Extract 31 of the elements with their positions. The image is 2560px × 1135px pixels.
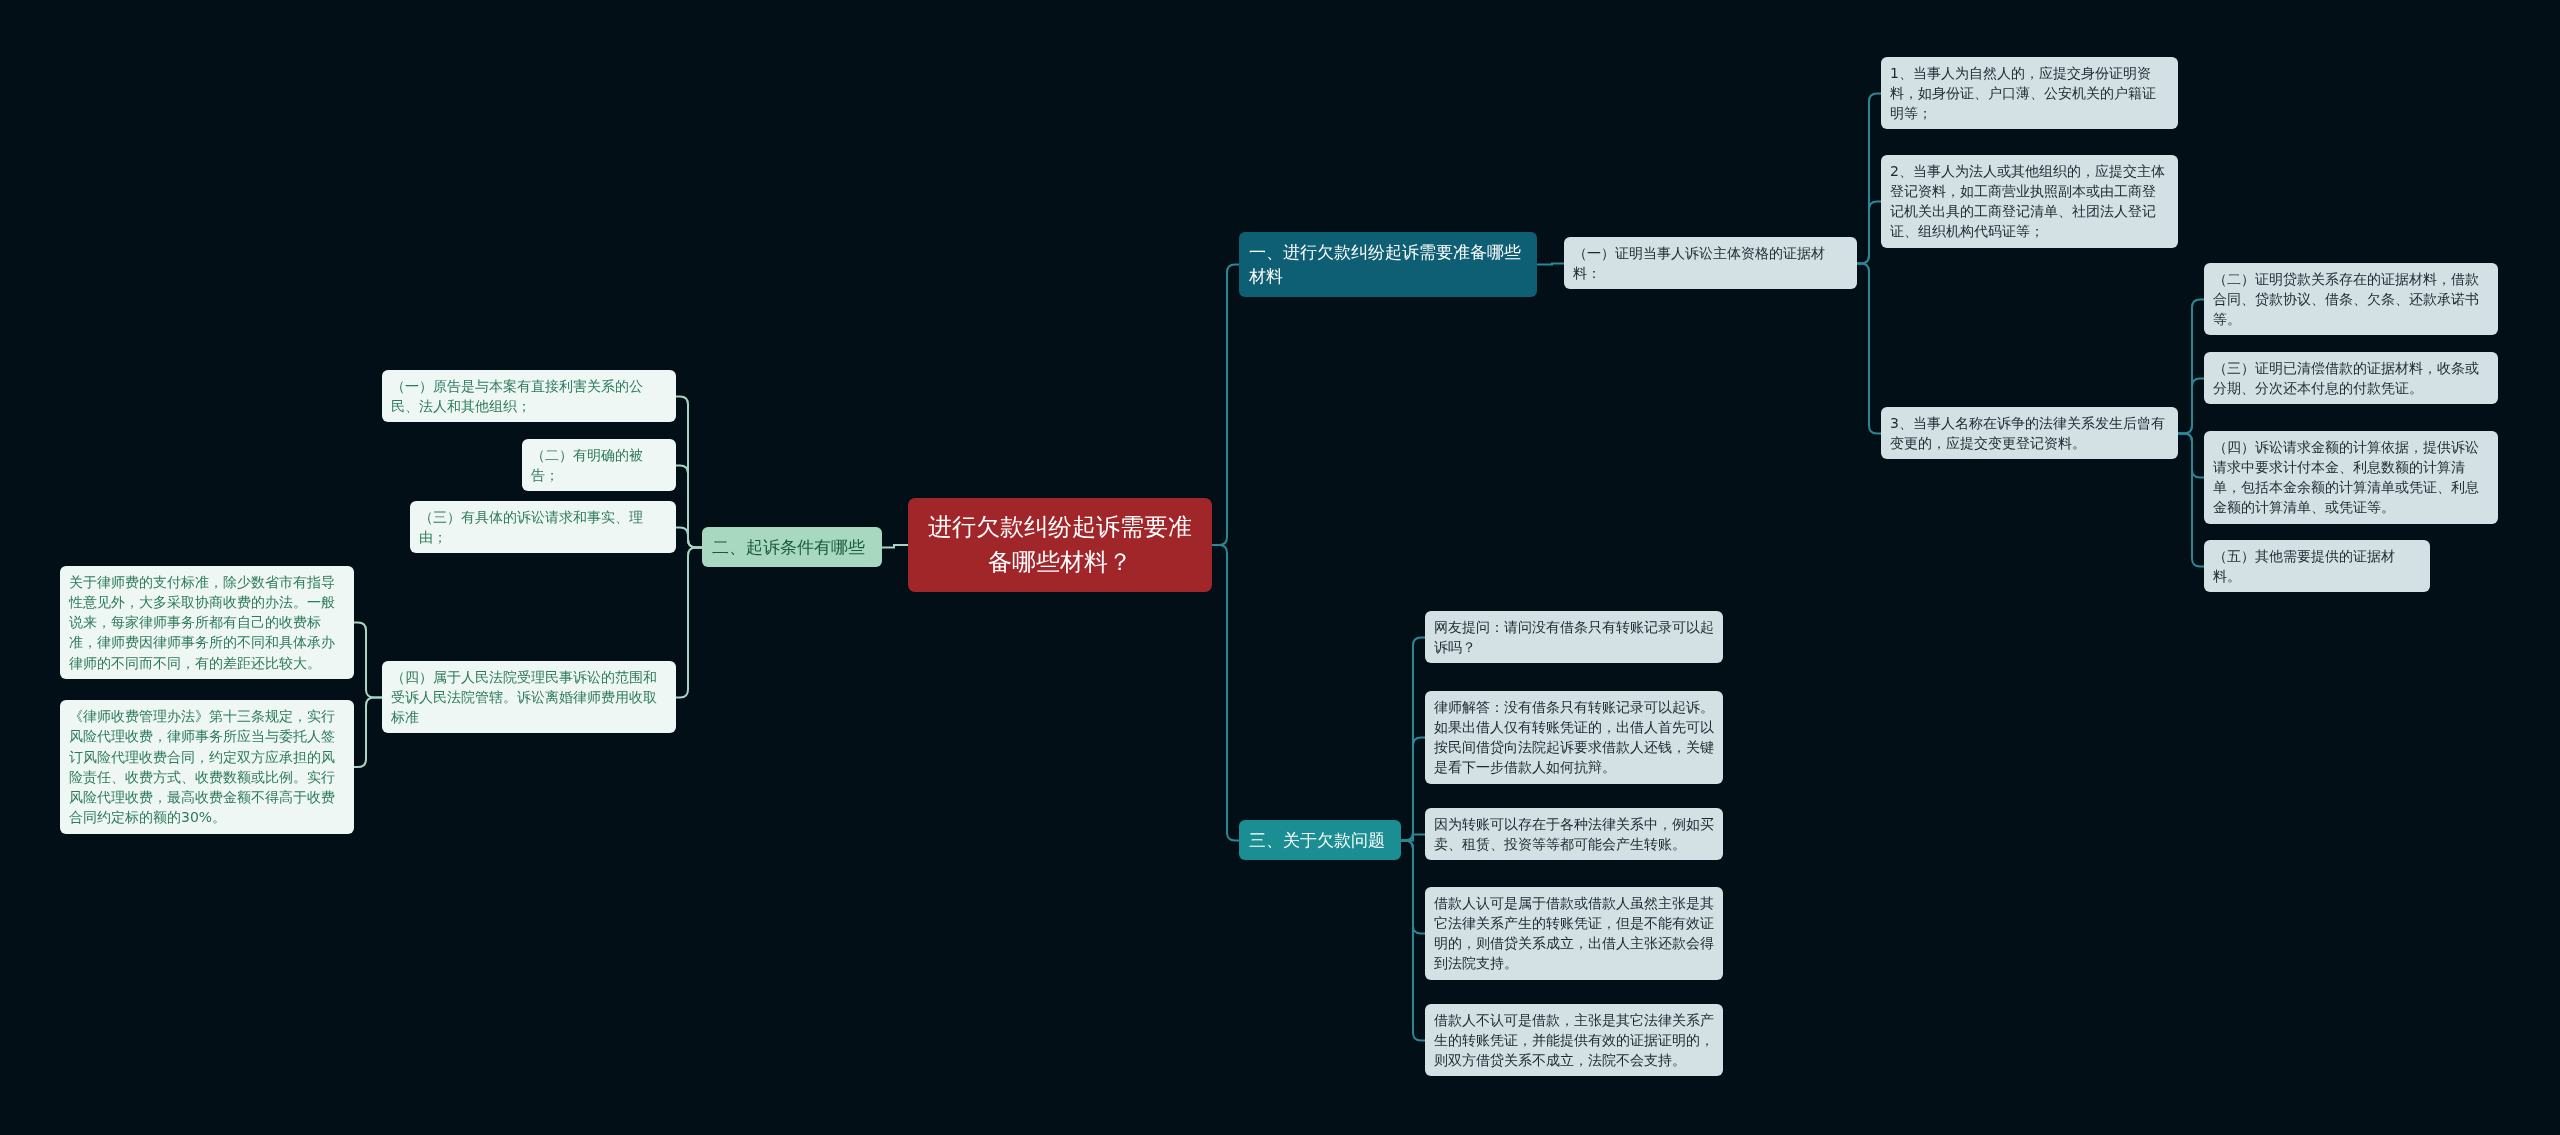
subtopic-box: 2、当事人为法人或其他组织的，应提交主体登记资料，如工商营业执照副本或由工商登记机关出具的工商登记清单、社团法人登记证、组织机构代码证等；: [1881, 154, 2178, 248]
subtopic-box: 律师解答：没有借条只有转账记录可以起诉。如果出借人仅有转账凭证的，出借人首先可以按民间借贷向法院起诉要求借款人还钱，关键是看下一步借款人如何抗辩。: [1425, 690, 1723, 784]
subtopic-box: 3、当事人名称在诉争的法律关系发生后曾有变更的，应提交变更登记资料。: [1881, 406, 2178, 460]
subtopic-box: （三）有具体的诉讼请求和事实、理由；: [410, 500, 676, 554]
connector-line: [1211, 544, 1240, 842]
subtopic-box: （二）有明确的被告；: [522, 438, 676, 492]
subtopic-box: （二）证明贷款关系存在的证据材料，借款合同、贷款协议、借条、欠条、还款承诺书等。: [2204, 262, 2498, 336]
topic-box: 一、进行欠款纠纷起诉需要准备哪些材料: [1239, 231, 1537, 297]
subtopic-box: （五）其他需要提供的证据材料。: [2204, 539, 2430, 593]
note-box: 《律师收费管理办法》第十三条规定，实行风险代理收费，律师事务所应当与委托人签订风险代理收费合同，约定双方应承担的风险责任、收费方式、收费数额或比例。实行风险代理收费，最高收费金额不得高于收费合同约定标的额的30%。: [60, 700, 354, 834]
subtopic-box: （四）属于人民法院受理民事诉讼的范围和受诉人民法院管辖。诉讼离婚律师费用收取标准: [382, 660, 676, 734]
connector-line: [1400, 839, 1426, 1042]
connector-line: [2177, 432, 2205, 568]
topic-box: 二、起诉条件有哪些: [702, 526, 882, 568]
central-topic-box: 进行欠款纠纷起诉需要准备哪些材料？: [908, 498, 1212, 592]
subtopic-box: 1、当事人为自然人的，应提交身份证明资料，如身份证、户口薄、公安机关的户籍证明等；: [1881, 56, 2178, 130]
connector-line: [1536, 262, 1565, 266]
subtopic-box: 借款人不认可是借款，主张是其它法律关系产生的转账凭证，并能提供有效的证据证明的，则双方借贷关系不成立，法院不会支持。: [1425, 1003, 1723, 1077]
subtopic-box: （三）证明已清偿借款的证据材料，收条或分期、分次还本付息的付款凭证。: [2204, 351, 2498, 405]
subtopic-box: 借款人认可是属于借款或借款人虽然主张是其它法律关系产生的转账凭证，但是不能有效证明的，则借贷关系成立，出借人主张还款会得到法院支持。: [1425, 886, 1723, 980]
subtopic-box: （四）诉讼请求金额的计算依据，提供诉讼请求中要求计付本金、利息数额的计算清单，包括本金余额的计算清单或凭证、利息金额的计算清单、或凭证等。: [2204, 430, 2498, 524]
connector-line: [353, 696, 383, 768]
subtopic-box: （一）原告是与本案有直接利害关系的公民、法人和其他组织；: [382, 369, 676, 423]
topic-box: 三、关于欠款问题: [1239, 819, 1401, 861]
connector-line: [1856, 262, 1882, 435]
subtopic-box: 因为转账可以存在于各种法律关系中，例如买卖、租赁、投资等等都可能会产生转账。: [1425, 807, 1723, 861]
connector-line: [881, 544, 909, 549]
connector-line: [675, 546, 703, 699]
subtopic-box: （一）证明当事人诉讼主体资格的证据材料：: [1564, 236, 1857, 290]
note-box: 关于律师费的支付标准，除少数省市有指导性意见外，大多采取协商收费的办法。一般说来，每家律师事务所都有自己的收费标准，律师费因律师事务所的不同和具体承办律师的不同而不同，有的差距还比较大。: [60, 565, 354, 679]
subtopic-box: 网友提问：请问没有借条只有转账记录可以起诉吗？: [1425, 610, 1723, 664]
